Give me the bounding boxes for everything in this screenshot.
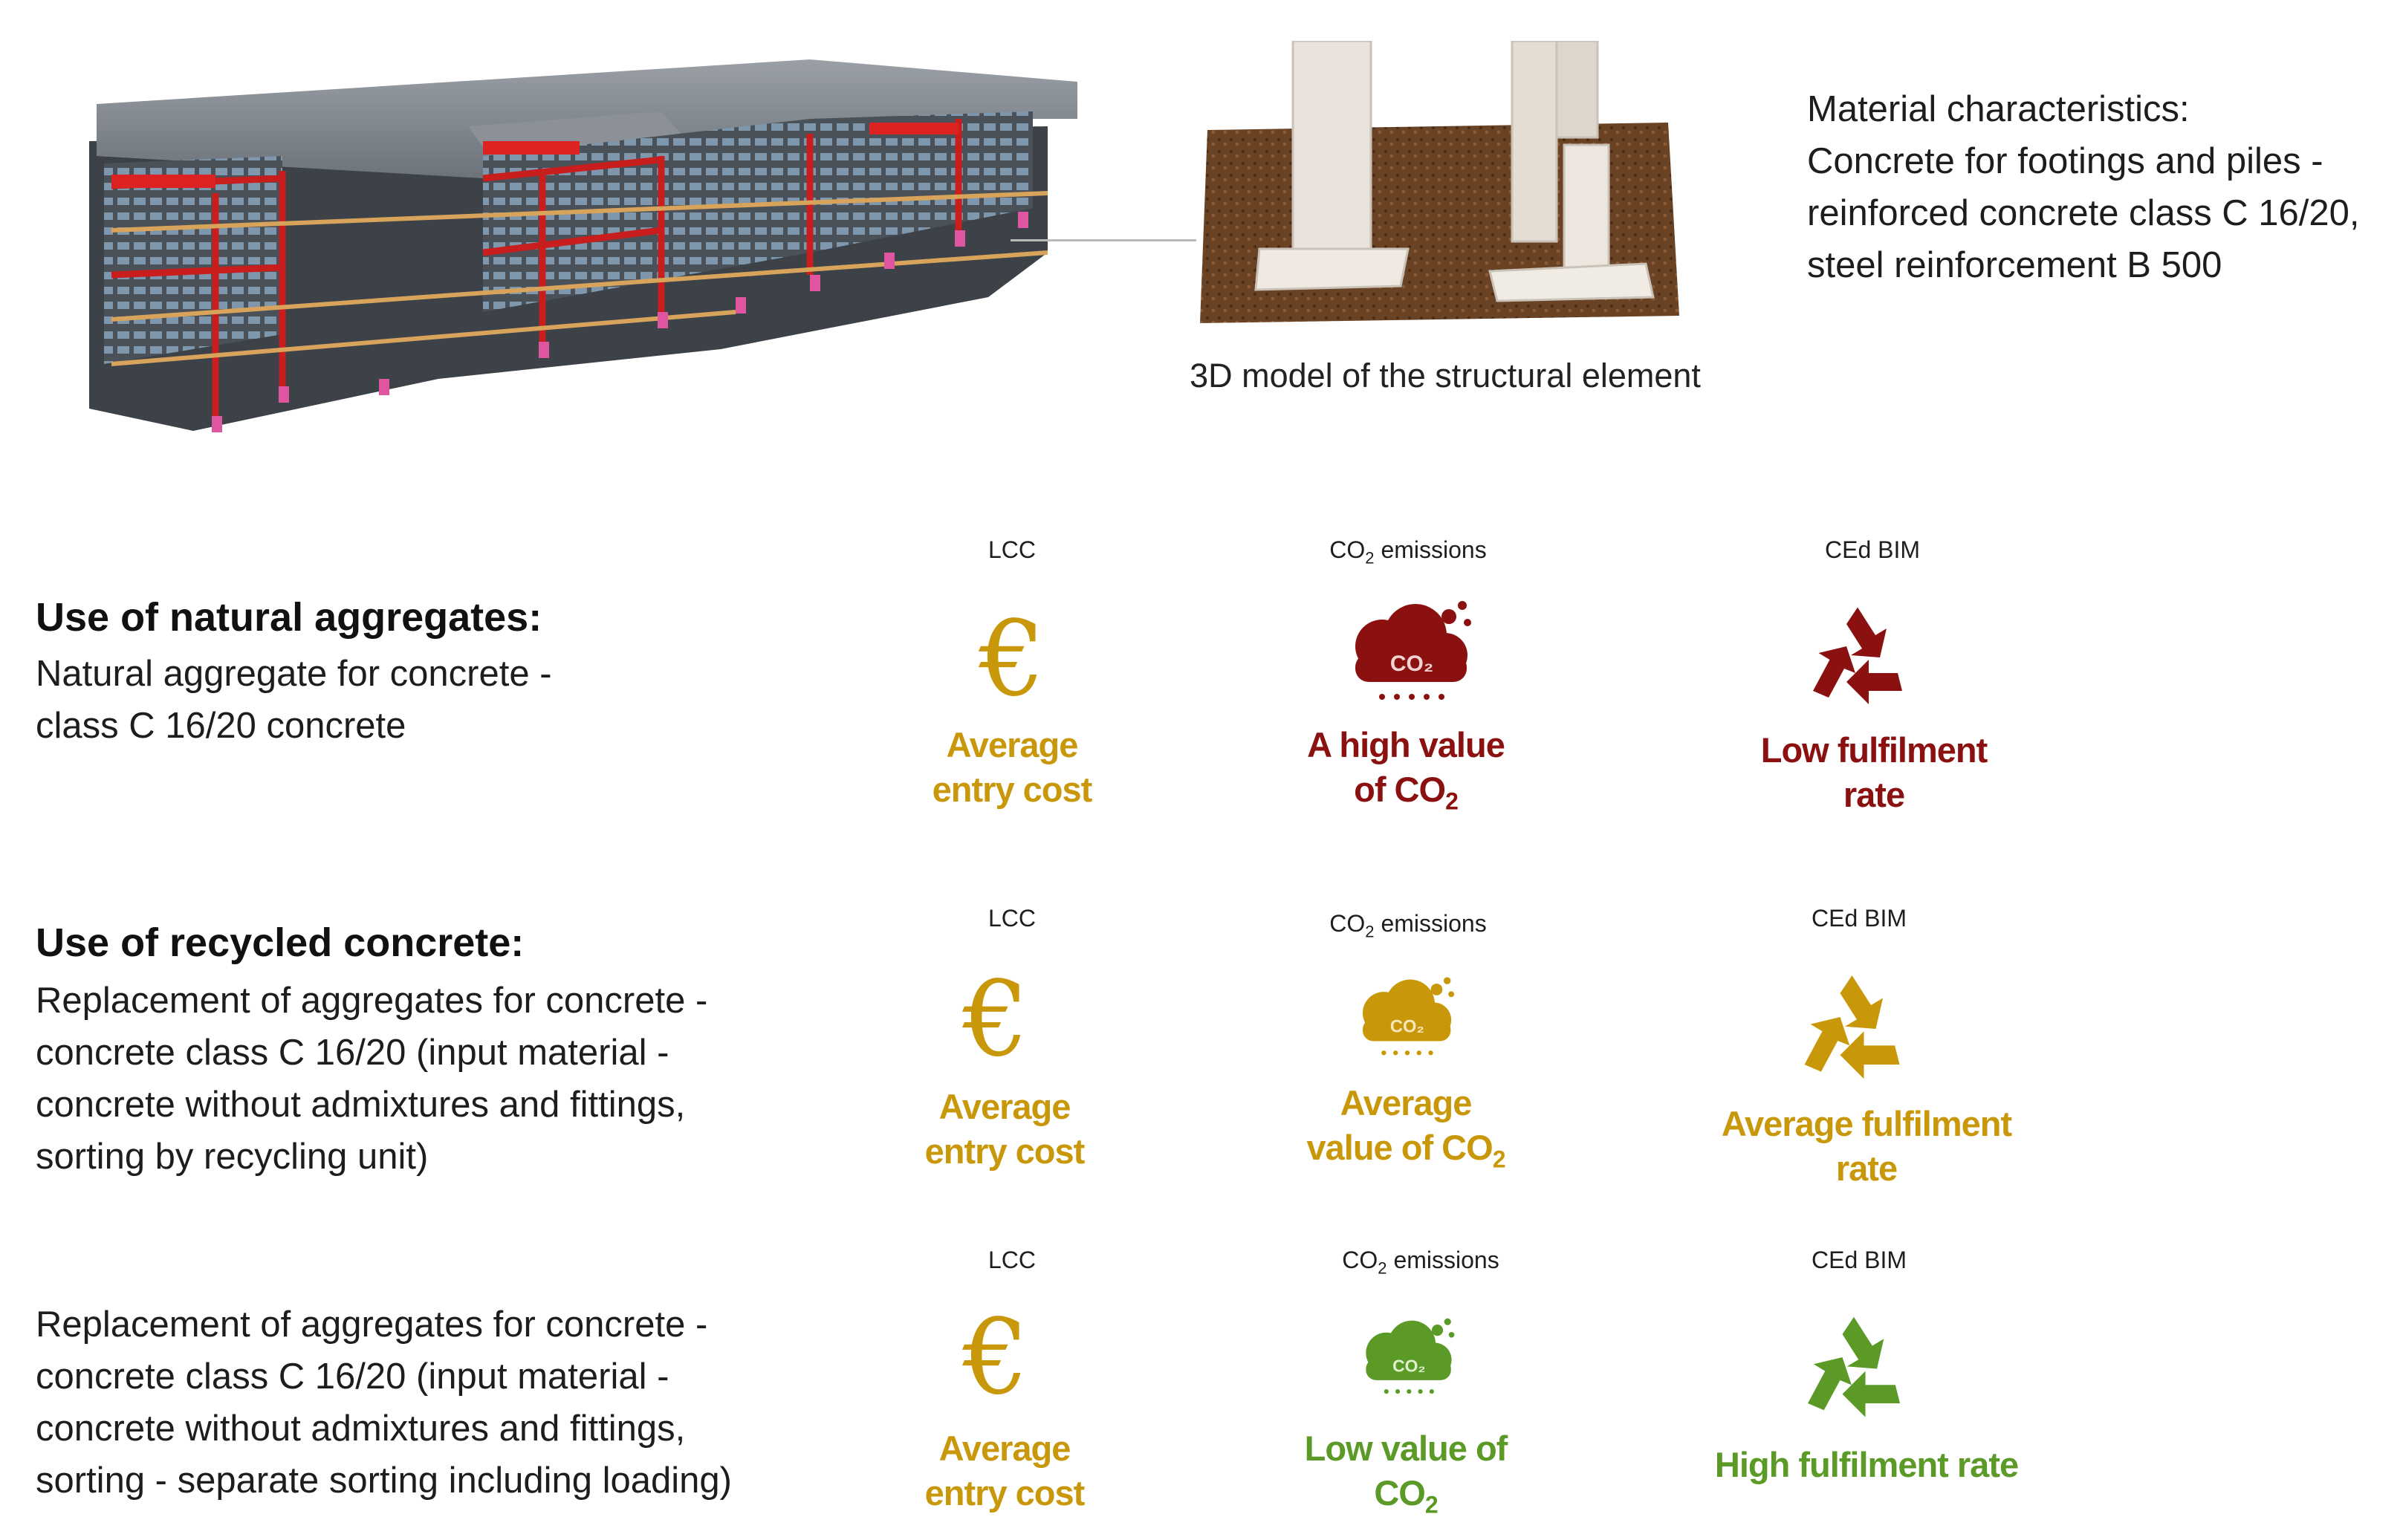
co2-label-line2: value of CO2 bbox=[1306, 1128, 1506, 1173]
ced-label: High fulfilment rate bbox=[1673, 1443, 2060, 1487]
recycle-icon bbox=[1813, 607, 1902, 704]
lcc-label-line2: entry cost bbox=[924, 1473, 1086, 1513]
footing-model-illustration bbox=[1200, 41, 1679, 323]
row-heading: Use of recycled concrete: bbox=[36, 920, 525, 965]
co2-cloud-icon: CO₂ bbox=[1355, 601, 1471, 700]
lcc-header: LCC bbox=[987, 536, 1036, 563]
ced-label-line1: Low fulfilment bbox=[1760, 730, 1988, 770]
material-line: steel reinforcement B 500 bbox=[1807, 245, 2222, 285]
co2-label-line1: Average bbox=[1340, 1083, 1473, 1122]
row-description: Replacement of aggregates for concrete -… bbox=[36, 975, 707, 1183]
euro-icon: € bbox=[979, 599, 1045, 720]
row-heading: Use of natural aggregates: bbox=[36, 595, 542, 640]
row-text-line: class C 16/20 concrete bbox=[36, 706, 406, 746]
row-text-line: concrete class C 16/20 (input material - bbox=[36, 1357, 669, 1397]
lcc-header: LCC bbox=[987, 905, 1036, 932]
row-text-line: sorting by recycling unit) bbox=[36, 1137, 429, 1177]
co2-label: A high value of CO2 bbox=[1213, 723, 1599, 823]
recycle-icon bbox=[1804, 975, 1900, 1079]
ced-header: CEd BIM bbox=[1824, 536, 1921, 563]
lcc-header: LCC bbox=[987, 1247, 1036, 1273]
recycle-icon bbox=[1808, 1316, 1900, 1417]
material-line: reinforced concrete class C 16/20, bbox=[1807, 193, 2360, 233]
co2-label: Average value of CO2 bbox=[1213, 1081, 1599, 1181]
co2-cloud-text: CO₂ bbox=[1390, 1018, 1424, 1037]
co2-header: CO2 emissions bbox=[1329, 536, 1487, 568]
row-text-line: sorting - separate sorting including loa… bbox=[36, 1461, 732, 1501]
co2-label-line1: Low value of bbox=[1304, 1429, 1508, 1468]
co2-label: Low value of CO2 bbox=[1213, 1426, 1599, 1527]
row-text-line: concrete without admixtures and fittings… bbox=[36, 1409, 686, 1449]
lcc-label: Average entry cost bbox=[819, 723, 1205, 812]
connector-line bbox=[1011, 239, 1196, 241]
ced-label-line1: High fulfilment rate bbox=[1714, 1445, 2019, 1484]
lcc-label: Average entry cost bbox=[811, 1426, 1198, 1515]
lcc-label-line1: Average bbox=[938, 1429, 1071, 1468]
ced-header: CEd BIM bbox=[1811, 905, 1907, 932]
lcc-label-line2: entry cost bbox=[932, 770, 1093, 809]
row-text-line: concrete class C 16/20 (input material - bbox=[36, 1033, 669, 1073]
ced-label: Low fulfilment rate bbox=[1681, 728, 2067, 817]
co2-cloud-icon: CO₂ bbox=[1362, 977, 1455, 1056]
lcc-label-line2: entry cost bbox=[924, 1131, 1086, 1171]
euro-icon: € bbox=[962, 1297, 1029, 1418]
co2-cloud-text: CO₂ bbox=[1392, 1356, 1425, 1375]
material-title: Material characteristics: bbox=[1807, 89, 2190, 129]
material-line: Concrete for footings and piles - bbox=[1807, 141, 2323, 181]
caption-3d-model: 3D model of the structural element bbox=[1190, 357, 1701, 394]
material-characteristics: Material characteristics: Concrete for f… bbox=[1807, 83, 2394, 291]
lcc-label-line1: Average bbox=[946, 725, 1079, 764]
row-text-line: concrete without admixtures and fittings… bbox=[36, 1085, 686, 1125]
row-text-line: Replacement of aggregates for concrete - bbox=[36, 1305, 708, 1345]
co2-label-line2: CO2 bbox=[1374, 1473, 1438, 1518]
row-text-line: Replacement of aggregates for concrete - bbox=[36, 981, 708, 1021]
row-description: Replacement of aggregates for concrete -… bbox=[36, 1299, 732, 1507]
ced-label-line1: Average fulfilment bbox=[1721, 1104, 2012, 1143]
euro-icon: € bbox=[962, 959, 1029, 1080]
lcc-label: Average entry cost bbox=[811, 1085, 1198, 1174]
co2-header: CO2 emissions bbox=[1342, 1247, 1499, 1278]
co2-cloud-icon: CO₂ bbox=[1366, 1318, 1455, 1394]
building-model-illustration bbox=[89, 59, 1077, 432]
co2-label-line2: of CO2 bbox=[1354, 770, 1459, 815]
lcc-label-line1: Average bbox=[938, 1087, 1071, 1126]
co2-cloud-text: CO₂ bbox=[1390, 652, 1433, 676]
row-description: Natural aggregate for concrete - class C… bbox=[36, 648, 552, 752]
ced-label-line2: rate bbox=[1835, 1148, 1898, 1188]
co2-header: CO2 emissions bbox=[1329, 910, 1487, 941]
row-text-line: Natural aggregate for concrete - bbox=[36, 654, 552, 694]
ced-label-line2: rate bbox=[1843, 775, 1905, 814]
co2-label-line1: A high value bbox=[1307, 725, 1505, 764]
ced-header: CEd BIM bbox=[1811, 1247, 1907, 1273]
ced-label: Average fulfilment rate bbox=[1673, 1102, 2060, 1191]
